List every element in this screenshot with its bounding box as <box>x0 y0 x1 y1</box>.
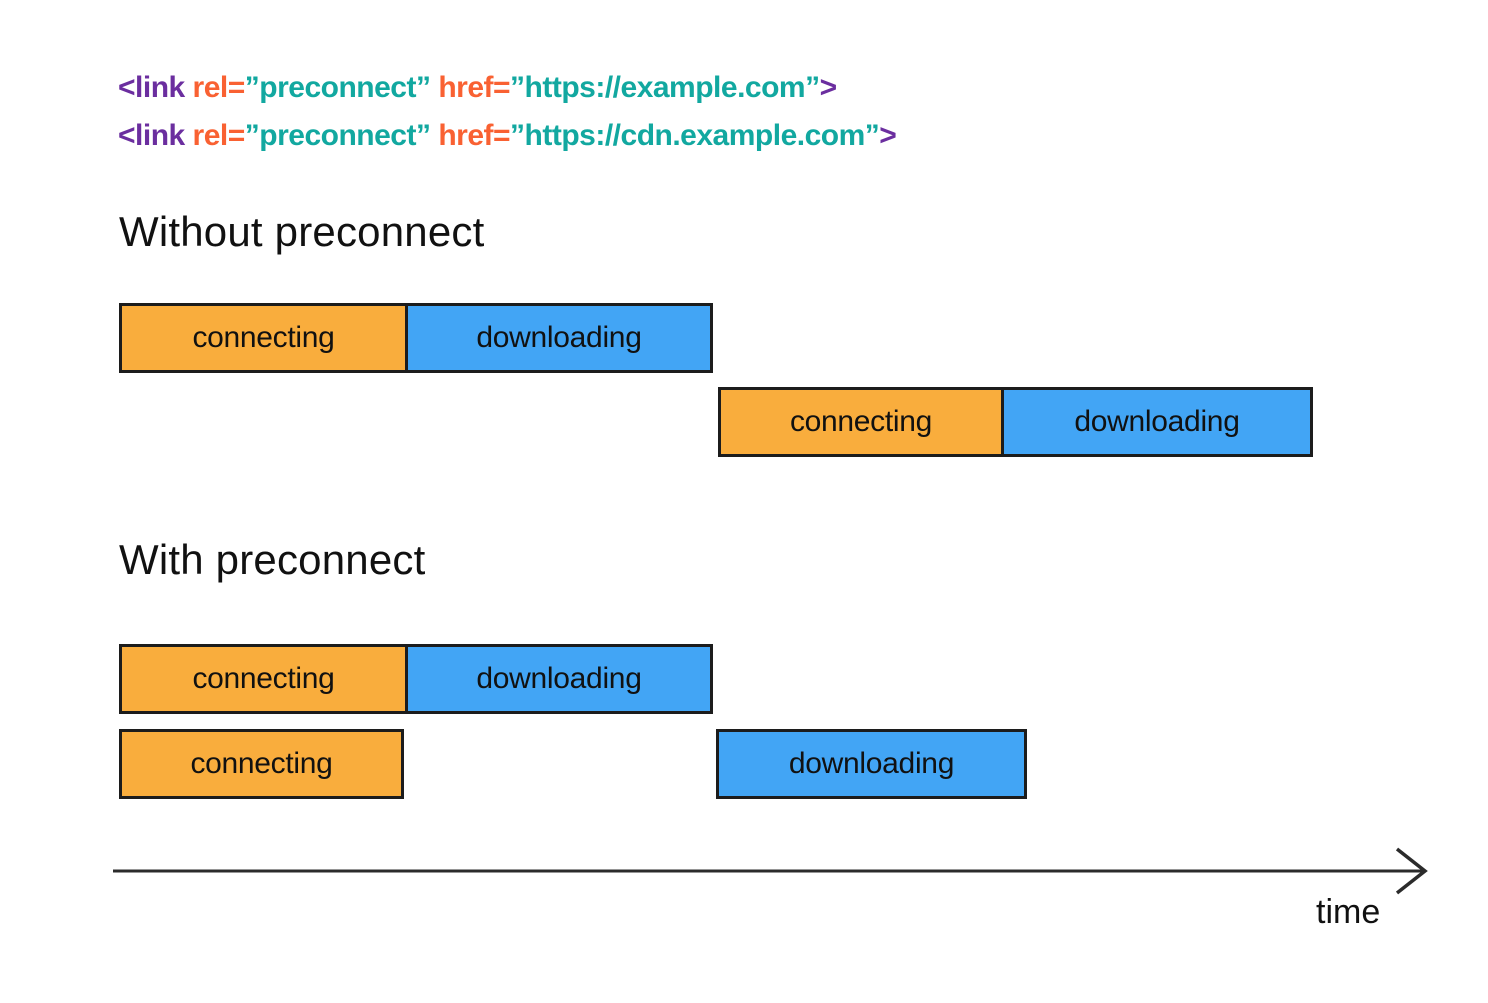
bar-segment-downloading: downloading <box>719 732 1024 796</box>
code-line-1: <link rel=”preconnect” href=”https://exa… <box>118 64 896 112</box>
with-request2-downloading-bar: downloading <box>716 729 1027 799</box>
href-attr-token: href= <box>438 71 511 104</box>
code-snippet: <link rel=”preconnect” href=”https://exa… <box>118 64 897 160</box>
bar-segment-connecting: connecting <box>122 732 401 796</box>
heading-without-preconnect: Without preconnect <box>119 208 485 255</box>
without-request2-bar: connecting downloading <box>718 387 1313 457</box>
tag-close-token: > <box>879 119 897 152</box>
time-axis-arrow <box>113 847 1428 895</box>
bar-segment-connecting: connecting <box>721 390 1004 454</box>
bar-segment-downloading: downloading <box>408 306 710 370</box>
rel-value-token: ”preconnect” <box>244 71 431 104</box>
rel-attr-token: rel= <box>192 71 246 104</box>
rel-attr-token: rel= <box>192 119 246 152</box>
with-request2-connecting-bar: connecting <box>119 729 404 799</box>
tag-close-token: > <box>819 71 838 104</box>
without-request1-bar: connecting downloading <box>119 303 713 373</box>
bar-segment-downloading: downloading <box>1004 390 1310 454</box>
with-request1-bar: connecting downloading <box>119 644 713 714</box>
tag-open-token: <link <box>118 119 185 152</box>
heading-with-preconnect: With preconnect <box>119 536 426 583</box>
code-line-2: <link rel=”preconnect” href=”https://cdn… <box>118 112 897 160</box>
href-attr-token: href= <box>438 119 511 152</box>
rel-value-token: ”preconnect” <box>244 119 431 152</box>
time-axis-label: time <box>1316 893 1381 931</box>
bar-segment-connecting: connecting <box>122 647 408 711</box>
href-value-token: ”https://cdn.example.com” <box>510 119 880 152</box>
bar-segment-connecting: connecting <box>122 306 408 370</box>
href-value-token: ”https://example.com” <box>510 71 820 104</box>
bar-segment-downloading: downloading <box>408 647 710 711</box>
tag-open-token: <link <box>118 71 185 104</box>
